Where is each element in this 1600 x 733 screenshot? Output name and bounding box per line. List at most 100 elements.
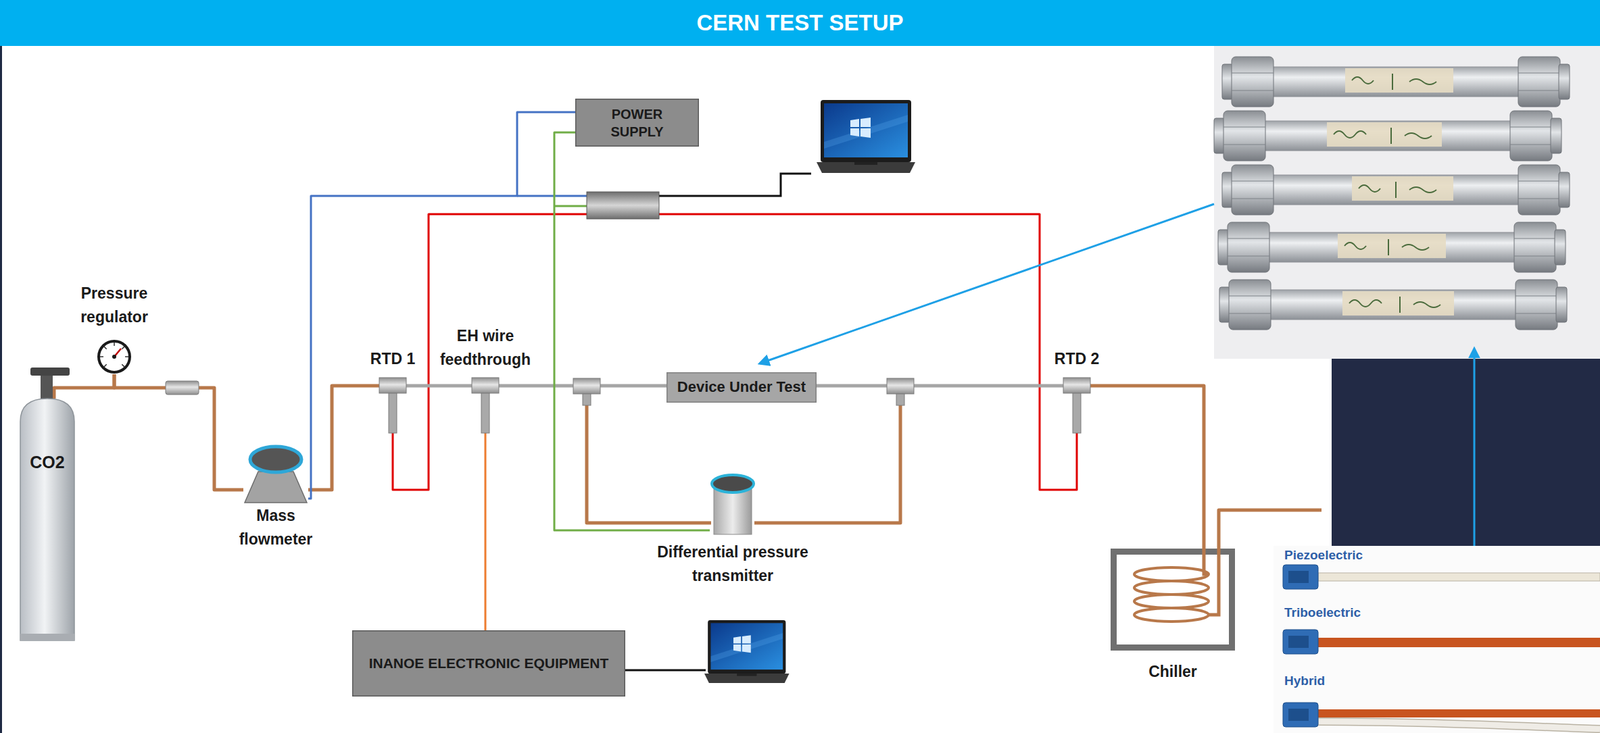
chiller-box-outline: [1134, 608, 1209, 622]
mass-flowmeter-outline: [250, 446, 302, 473]
cylinder-valve: [30, 367, 70, 376]
part-label: RTD 2: [1046, 347, 1108, 372]
pipe-photo: [1268, 289, 1525, 320]
pipe-photo: [1231, 198, 1274, 200]
pipe-photo: [1219, 279, 1567, 330]
cable-photo: [1318, 573, 1600, 582]
pipe-photo: [1514, 222, 1557, 273]
box-label: CO2: [29, 451, 65, 474]
pipe-photo: [1554, 229, 1566, 265]
signal-wire: [517, 173, 812, 671]
pressure-tap-tee: [886, 378, 914, 395]
steel-pipe: [816, 384, 1064, 389]
signal-wire: [554, 205, 587, 208]
daq-module: [586, 191, 660, 220]
pipe-photo: [1349, 296, 1441, 313]
pipe-photo: [1358, 181, 1437, 199]
pipe-photo: [1550, 118, 1562, 154]
cable-photo: [1282, 565, 1319, 590]
chiller-box-outline: [1208, 548, 1219, 616]
pressure-tap-pipe: [586, 404, 712, 524]
chiller-box-outline: [1110, 548, 1235, 651]
part-label: Chiller: [1118, 660, 1227, 685]
rtd-tee-outline: [379, 377, 407, 434]
box-label: Device Under Test: [677, 377, 806, 398]
pressure-tap-pipe: [1218, 510, 1322, 549]
cable-photo: [1273, 546, 1600, 733]
box-label: INANOE ELECTRONIC EQUIPMENT: [369, 654, 610, 673]
pipe-photo: [1518, 73, 1561, 74]
power-supply-box-outline: [575, 99, 699, 147]
signal-wire: [484, 433, 487, 631]
pipe-photo: [1223, 144, 1266, 146]
rtd-tee: RTD 2: [1063, 377, 1091, 434]
rtd-tee: RTD 1: [379, 377, 407, 434]
power-supply-box-outline: [575, 98, 699, 147]
cable-photo: [1282, 629, 1319, 655]
pipe-photo: [1228, 279, 1271, 330]
electronics-box: INANOE ELECTRONIC EQUIPMENT: [352, 630, 626, 697]
gas-pipe: [114, 374, 244, 491]
part-label: Mass flowmeter: [231, 504, 320, 551]
mass-flowmeter: Mass flowmeter: [243, 443, 309, 505]
cable-photo: [1318, 638, 1600, 648]
pipe-photo: [1262, 120, 1520, 151]
pressure-tap-tee: [582, 394, 591, 406]
rtd-tee-outline: [388, 393, 397, 434]
cable-label: Piezoelectric: [1284, 548, 1363, 564]
steel-pipe: [406, 384, 472, 389]
laptop-icon: [704, 620, 790, 684]
daq-module: [586, 191, 660, 220]
pipe-photo: [1214, 45, 1600, 359]
pipe-photo: [1558, 64, 1570, 100]
mass-flowmeter-outline: [244, 471, 307, 503]
pipe-photo: [1222, 56, 1570, 107]
feedthrough-tee-outline: [481, 393, 490, 434]
laptop-icon: [816, 100, 916, 174]
pipe-photo: [1514, 238, 1557, 240]
pressure-gauge-outline: [121, 364, 125, 368]
rtd-wire: [392, 214, 587, 491]
feedthrough-tee-outline: [471, 377, 499, 434]
gas-pipe: [1090, 385, 1204, 549]
chiller-box-outline: [1134, 567, 1209, 582]
pressure-gauge-outline: [113, 342, 115, 347]
pipe-photo: [1556, 287, 1567, 323]
chiller-box-outline: [1134, 581, 1209, 595]
pipe-photo: [1515, 296, 1558, 297]
feedthrough-tee: EH wire feedthrough: [471, 377, 499, 434]
cable-label: Triboelectric: [1284, 605, 1361, 622]
title: CERN TEST SETUP: [0, 0, 1600, 46]
pressure-gauge-outline: [112, 354, 117, 359]
pipe-photo: [1351, 176, 1454, 201]
pressure-gauge-outline: [104, 346, 107, 350]
pipe-photo: [1344, 239, 1429, 256]
part-label: EH wire feedthrough: [434, 324, 537, 372]
power-wire: [554, 132, 710, 531]
callout-arrow: [759, 204, 1215, 364]
pipe-photo: [1518, 164, 1561, 215]
callout-arrow: [759, 204, 1475, 547]
pressure-gauge-outline: [96, 339, 132, 375]
chiller-box-outline: [1134, 594, 1209, 609]
pipe-photo: [1231, 181, 1274, 182]
pressure-gauge-outline: [100, 356, 104, 358]
title-bar: CERN TEST SETUP: [0, 0, 1600, 46]
dark-panel: [1331, 358, 1600, 547]
pressure-tap-pipe: [754, 404, 901, 524]
pipe-photo: [1337, 233, 1446, 259]
pipe-photo: [1558, 172, 1570, 208]
pressure-gauge-outline: [104, 364, 107, 368]
power-supply-box: POWER SUPPLY: [575, 98, 699, 147]
pipe-photo: [1510, 110, 1553, 161]
pressure-tap-pipe: [586, 404, 1322, 549]
rtd-wire: [659, 214, 1077, 491]
pipe-photo: [1326, 122, 1442, 147]
callout-arrow: [1473, 348, 1476, 547]
rtd-tee-outline: [379, 377, 407, 394]
pipe-photo: [1231, 56, 1274, 107]
pipe-photo: [1515, 313, 1558, 315]
pipe-photo: [1227, 222, 1270, 273]
